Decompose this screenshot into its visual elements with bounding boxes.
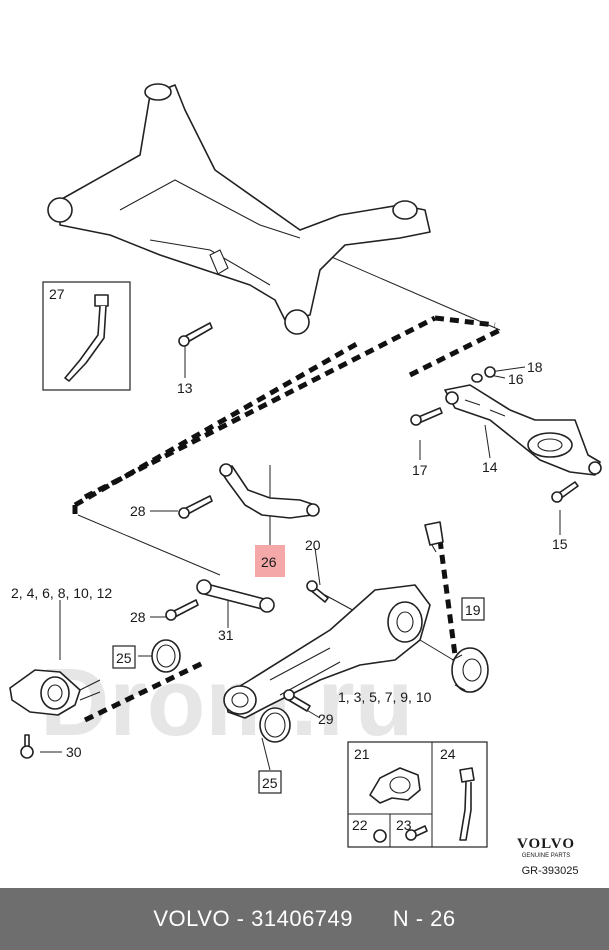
genuine-parts-tagline: GENUINE PARTS: [522, 853, 570, 859]
diagram-reference: GR-393025: [522, 865, 579, 877]
callout-25-lower: 25: [262, 775, 278, 791]
callout-26: 26: [261, 554, 277, 570]
highlight-26: 26: [255, 545, 285, 577]
footer-bar: VOLVO - 31406749 N - 26: [0, 888, 609, 950]
bolt-20: 20: [305, 537, 329, 603]
callout-13: 13: [177, 380, 193, 396]
footer-brand: VOLVO: [153, 906, 231, 931]
callout-14: 14: [482, 459, 498, 475]
bolt-29: 29: [283, 689, 334, 727]
trailing-arm-knuckle: [223, 584, 431, 719]
callout-24: 24: [440, 746, 456, 762]
volvo-logo: VOLVO: [517, 836, 575, 852]
callout-17: 17: [412, 462, 428, 478]
callout-18: 18: [527, 359, 543, 375]
rear-subframe: [47, 83, 431, 335]
footer-page: N - 26: [392, 906, 456, 931]
volvo-branding: VOLVO GENUINE PARTS GR-393025: [517, 836, 578, 877]
callout-2-4-6-8-10-12: 2, 4, 6, 8, 10, 12: [11, 585, 112, 601]
upper-control-arm-26: [219, 463, 320, 519]
callout-28-lower: 28: [130, 609, 146, 625]
toe-link-31: 31: [196, 579, 275, 643]
callout-15: 15: [552, 536, 568, 552]
callout-29: 29: [318, 711, 334, 727]
footer-part-number: 31406749: [251, 906, 354, 931]
wheel-hub-19: 19: [451, 597, 489, 693]
callout-30: 30: [66, 744, 82, 760]
callout-16: 16: [508, 371, 524, 387]
bushing-assembly: 2, 4, 6, 8, 10, 12 30: [9, 585, 112, 760]
callout-1-3-5-7-9-10: 1, 3, 5, 7, 9, 10: [338, 689, 432, 705]
callout-22: 22: [352, 817, 368, 833]
abs-sensor: [424, 521, 444, 553]
callout-31: 31: [218, 627, 234, 643]
parts-diagram: Drom.ru: [9, 83, 602, 877]
snap-ring-25-upper: 25: [112, 639, 181, 673]
inset-box-21-24: 21 24 22 23: [347, 741, 488, 848]
callout-21: 21: [354, 746, 370, 762]
bolt-13: 13: [177, 322, 213, 396]
bolt-28-lower: 28: [130, 599, 199, 625]
callout-27: 27: [49, 286, 65, 302]
callout-23: 23: [396, 817, 412, 833]
callout-19: 19: [465, 602, 481, 618]
lower-control-arm-14: [444, 384, 602, 476]
footer-separator: -: [230, 906, 252, 931]
callout-28-upper: 28: [130, 503, 146, 519]
callout-25-upper: 25: [116, 650, 132, 666]
bolt-15: 15: [551, 481, 579, 552]
callout-20: 20: [305, 537, 321, 553]
inset-box-27: 27: [42, 281, 131, 391]
bolt-28-upper: 28: [130, 495, 213, 519]
snap-ring-25-lower: 25: [258, 707, 291, 794]
footer-spacer: [353, 906, 393, 932]
bolt-17: 17: [410, 407, 443, 478]
nut-18-washer-16: 18 16: [471, 359, 543, 387]
